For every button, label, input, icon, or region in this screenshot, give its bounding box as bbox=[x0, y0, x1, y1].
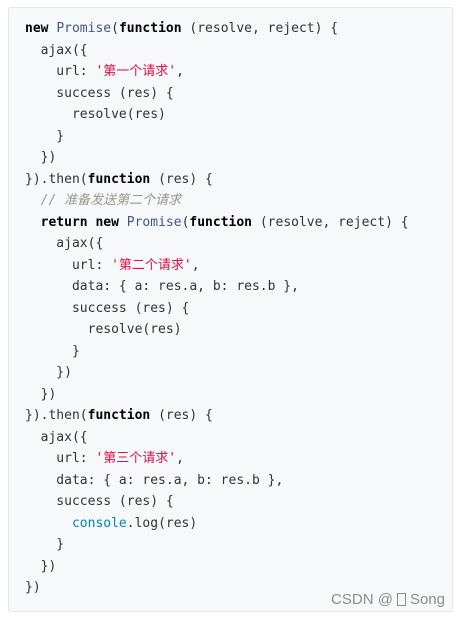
code-token bbox=[119, 215, 127, 230]
code-token: (resolve, reject) { bbox=[181, 21, 339, 36]
code-token: url: bbox=[25, 451, 96, 466]
code-line: success (res) { bbox=[25, 83, 409, 105]
code-line: success (res) { bbox=[25, 298, 409, 320]
code-line: } bbox=[25, 341, 409, 363]
code-token: ajax({ bbox=[25, 429, 88, 445]
code-line: }) bbox=[25, 147, 409, 169]
code-line: resolve(res) bbox=[25, 319, 409, 341]
code-token: Promise bbox=[126, 214, 182, 230]
code-line: }).then(function (res) { bbox=[25, 405, 409, 427]
code-token: function bbox=[118, 21, 182, 36]
code-line: url: '第三个请求', bbox=[25, 448, 409, 470]
code-line: }) bbox=[25, 362, 409, 384]
code-line: // 准备发送第二个请求 bbox=[25, 190, 409, 212]
code-token: }) bbox=[25, 558, 57, 574]
code-token: }) bbox=[25, 580, 41, 595]
code-token: resolve(res) bbox=[25, 322, 182, 337]
code-block: new Promise(function (resolve, reject) {… bbox=[8, 7, 453, 612]
code-token bbox=[25, 516, 72, 531]
code-token: } bbox=[25, 537, 65, 552]
code-token: }) bbox=[25, 386, 57, 402]
code-line: ajax({ bbox=[25, 40, 409, 62]
code-token: new bbox=[95, 214, 119, 230]
code-token: console bbox=[71, 515, 127, 531]
code-line: resolve(res) bbox=[25, 104, 409, 126]
code-token: , bbox=[176, 64, 184, 79]
code-token: ajax({ bbox=[25, 42, 88, 58]
code-token: Promise bbox=[56, 21, 112, 36]
code-token: ( bbox=[111, 21, 119, 36]
code-token: new bbox=[25, 21, 57, 36]
code-line: ajax({ bbox=[25, 427, 409, 449]
code-line: ajax({ bbox=[25, 233, 409, 255]
code-token: }) bbox=[25, 365, 72, 380]
code-token: function bbox=[87, 171, 151, 187]
code-line: url: '第一个请求', bbox=[25, 61, 409, 83]
code-line: url: '第二个请求', bbox=[25, 255, 409, 277]
code-token: }) bbox=[25, 150, 57, 165]
watermark-author: Song bbox=[409, 591, 445, 608]
code-token: ajax({ bbox=[25, 236, 104, 251]
code-token: '第三个请求' bbox=[95, 451, 177, 466]
code-token: ( bbox=[181, 214, 190, 230]
code-token: url: bbox=[25, 64, 96, 79]
code-line: } bbox=[25, 126, 409, 148]
unknown-glyph-icon bbox=[396, 593, 406, 606]
code-token: success (res) { bbox=[25, 494, 174, 509]
code-line: }) bbox=[25, 556, 409, 578]
code-line: } bbox=[25, 534, 409, 556]
code-line: return new Promise(function (resolve, re… bbox=[25, 212, 409, 234]
code-token: function bbox=[189, 214, 253, 230]
code-token: data: { a: res.a, b: res.b }, bbox=[25, 279, 299, 294]
code-line: }) bbox=[25, 577, 409, 599]
code-token: '第二个请求' bbox=[111, 257, 192, 273]
code-token: }).then( bbox=[25, 408, 88, 423]
code-token: (res) { bbox=[150, 171, 213, 187]
code-token: } bbox=[25, 343, 80, 359]
code-token: return bbox=[40, 214, 88, 230]
code-line: }) bbox=[25, 384, 409, 406]
code-line: new Promise(function (resolve, reject) { bbox=[25, 18, 409, 40]
code-token: success (res) { bbox=[25, 300, 190, 316]
code-line: data: { a: res.a, b: res.b }, bbox=[25, 470, 409, 492]
code-token: '第一个请求' bbox=[95, 64, 177, 79]
code-token: .log(res) bbox=[126, 515, 198, 531]
watermark-prefix: CSDN @ bbox=[331, 591, 393, 608]
code-token bbox=[25, 215, 41, 230]
code-lines: new Promise(function (resolve, reject) {… bbox=[25, 18, 409, 599]
csdn-watermark: CSDN @ Song bbox=[331, 591, 445, 608]
code-token: , bbox=[191, 257, 200, 273]
code-line: success (res) { bbox=[25, 491, 409, 513]
code-token: function bbox=[87, 408, 151, 423]
code-line: console.log(res) bbox=[25, 513, 409, 535]
code-token: data: { a: res.a, b: res.b }, bbox=[25, 472, 284, 488]
code-token: } bbox=[25, 128, 65, 144]
code-token: }).then( bbox=[25, 171, 88, 187]
code-token: url: bbox=[25, 257, 112, 273]
code-token: , bbox=[176, 451, 184, 466]
code-token: (resolve, reject) { bbox=[252, 214, 409, 230]
code-token: (res) { bbox=[150, 408, 213, 423]
code-line: }).then(function (res) { bbox=[25, 169, 409, 191]
code-line: data: { a: res.a, b: res.b }, bbox=[25, 276, 409, 298]
code-token: // 准备发送第二个请求 bbox=[25, 193, 182, 208]
code-token: success (res) { bbox=[25, 85, 174, 101]
code-token: resolve(res) bbox=[25, 107, 166, 122]
